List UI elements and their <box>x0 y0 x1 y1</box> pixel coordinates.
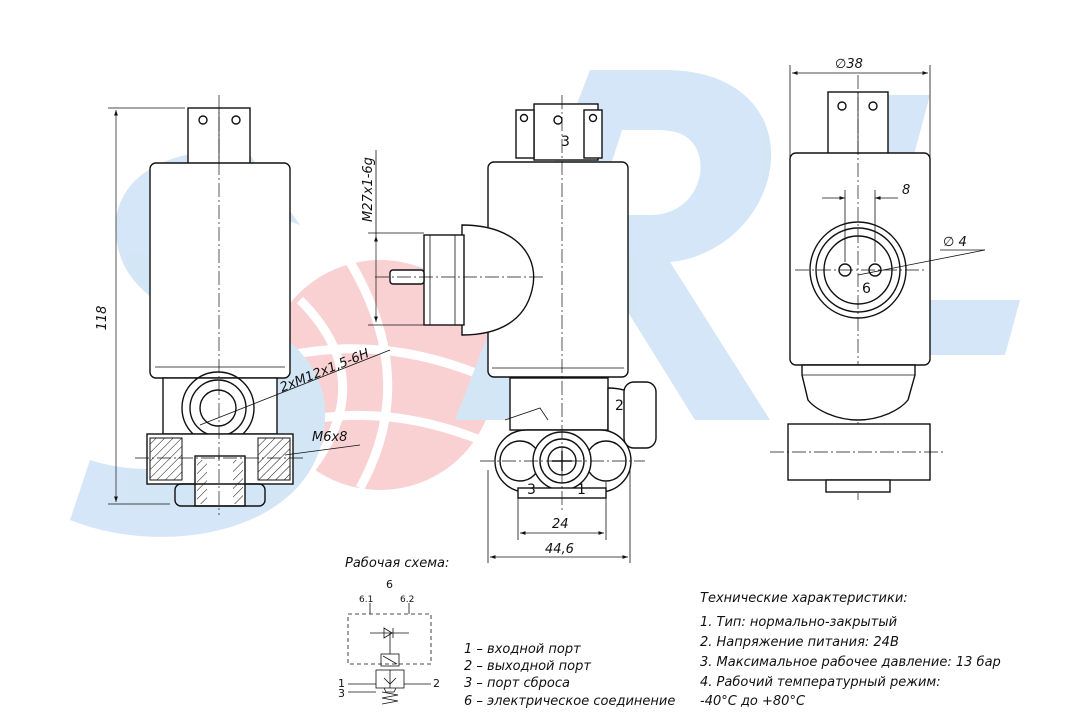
schema-port-2: 2 <box>433 677 440 690</box>
schema-title: Рабочая схема: <box>345 556 449 571</box>
dim-pin-label: ∅ 4 <box>943 235 967 250</box>
dim-height-label: 118 <box>95 306 110 331</box>
schema-port-1: 1 <box>338 677 345 690</box>
view-side-middle <box>368 95 657 563</box>
callout-port3-top: 3 <box>561 134 570 150</box>
callout-port3: 3 <box>527 482 536 498</box>
schema-top-label: 6 <box>386 578 393 591</box>
dim-thread-mount-label: M6x8 <box>312 430 347 445</box>
callout-port2: 2 <box>615 398 624 414</box>
dim-width-total-label: 44,6 <box>545 542 574 557</box>
schema-diagram <box>347 603 432 705</box>
specs-item: 4. Рабочий температурный режим: <box>700 675 941 690</box>
view-front-left <box>108 95 391 515</box>
legend-item: 1 – входной порт <box>464 642 581 657</box>
schema-port-3: 3 <box>338 687 345 700</box>
dim-diameter-label: ∅38 <box>835 57 863 72</box>
dim-width-small-label: 24 <box>552 517 569 532</box>
dim-spacing-label: 8 <box>902 183 910 198</box>
specs-item: 2. Напряжение питания: 24В <box>700 635 899 650</box>
legend-item: 3 – порт сброса <box>464 676 570 691</box>
specs-item: -40°C до +80°C <box>700 694 806 709</box>
specs-title: Технические характеристики: <box>700 591 908 606</box>
specs-item: 3. Максимальное рабочее давление: 13 бар <box>700 655 1001 670</box>
specs-item: 1. Тип: нормально-закрытый <box>700 615 897 630</box>
callout-port1: 1 <box>577 482 586 498</box>
schema-pin-right: 6.2 <box>400 595 414 605</box>
schema-pin-left: 6.1 <box>359 595 373 605</box>
callout-connector: 6 <box>862 281 871 297</box>
specs: Технические характеристики: 1. Тип: норм… <box>700 591 1001 709</box>
legend-item: 6 – электрическое соединение <box>464 694 675 709</box>
legend-item: 2 – выходной порт <box>464 659 591 674</box>
dim-thread-main-label: M27x1-6g <box>361 157 376 222</box>
legend: 1 – входной порт 2 – выходной порт 3 – п… <box>464 642 675 709</box>
view-end-right <box>770 65 986 500</box>
